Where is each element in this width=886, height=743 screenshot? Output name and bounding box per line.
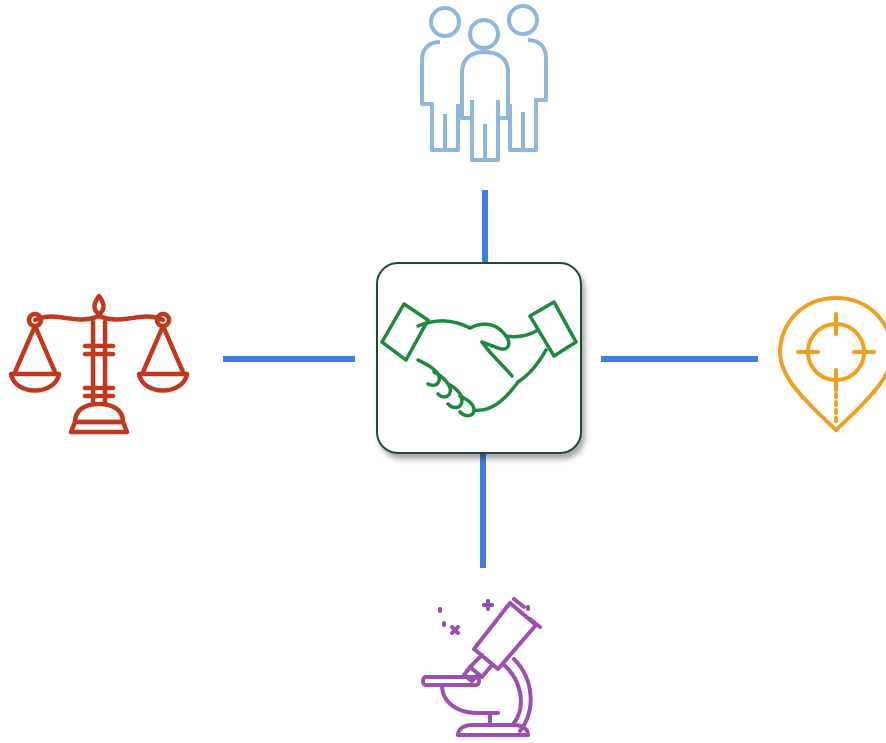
handshake-icon: [380, 300, 578, 418]
connector-top: [482, 190, 488, 296]
scales-icon: [8, 293, 190, 435]
connector-bottom: [480, 440, 486, 568]
microscope-icon: [421, 597, 542, 737]
connector-right: [601, 356, 758, 362]
location-icon: [778, 296, 886, 432]
connector-left: [223, 356, 355, 362]
center-node: [376, 262, 582, 454]
people-icon: [420, 4, 548, 162]
